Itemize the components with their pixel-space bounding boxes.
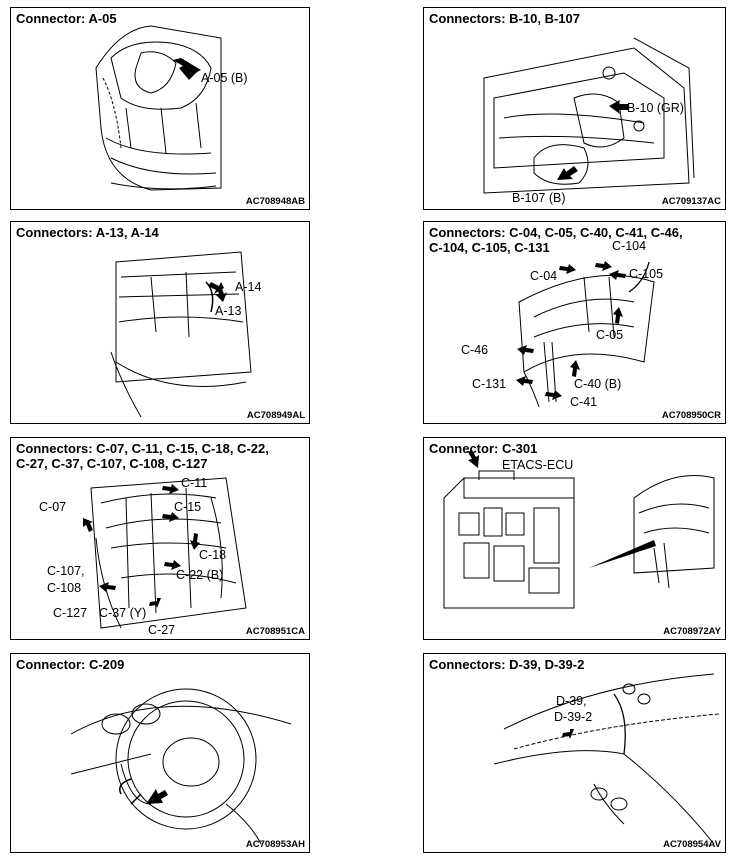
connector-label-c22: C-22 (B) (176, 568, 224, 582)
figure-code: AC709137AC (661, 196, 721, 207)
panel-connector-c209: Connector: C-209 AC708953AH (10, 653, 310, 853)
panel-connector-b10-b107: Connectors: B-10, B-107 B-10 (GR) B-107 … (423, 7, 726, 210)
connector-label-a13: A-13 (215, 304, 242, 318)
figure-code: AC708950CR (661, 410, 721, 421)
panel-title: Connectors: B-10, B-107 (429, 11, 580, 26)
connector-label-c04: C-04 (530, 269, 558, 283)
connector-label-c46: C-46 (461, 343, 489, 357)
engine-bay-illustration (95, 25, 222, 191)
connector-label-c105: C-105 (629, 267, 664, 281)
component-label-etacs-ecu: ETACS-ECU (502, 458, 574, 472)
panel-title-line-1: Connectors: C-07, C-11, C-15, C-18, C-22… (16, 441, 269, 456)
engine-bay-illustration (483, 37, 695, 194)
figure-code: AC708948AB (245, 196, 305, 207)
steering-wheel-illustration (70, 688, 292, 845)
dashboard-harness-illustration (516, 261, 655, 408)
connector-label-c131: C-131 (472, 377, 507, 391)
interior-harness-illustration (493, 673, 720, 845)
figure-code: AC708953AH (245, 839, 305, 850)
connector-label-c07: C-07 (39, 500, 67, 514)
panel-title: Connectors: C-07, C-11, C-15, C-18, C-22… (16, 441, 269, 471)
connector-label-b10: B-10 (GR) (627, 101, 684, 115)
engine-bay-illustration (110, 251, 252, 418)
panel-title: Connectors: A-13, A-14 (16, 225, 159, 240)
figure-code: AC708951CA (245, 626, 305, 637)
panel-title: Connector: A-05 (16, 11, 117, 26)
figure-code: AC708954AV (663, 839, 721, 850)
connector-label-c11: C-11 (181, 476, 208, 490)
panel-title-line-2: C-104, C-105, C-131 (429, 240, 550, 255)
panel-title-line-1: Connectors: C-04, C-05, C-40, C-41, C-46… (429, 225, 683, 240)
panel-title: Connector: C-209 (16, 657, 125, 672)
connector-label-c127: C-127 (53, 606, 88, 620)
connector-label-c107: C-107, (47, 564, 85, 578)
connector-label-c37: C-37 (Y) (99, 606, 147, 620)
panel-title-line-2: C-27, C-37, C-107, C-108, C-127 (16, 456, 208, 471)
connector-label-c18: C-18 (199, 548, 227, 562)
connector-label-c05: C-05 (596, 328, 624, 342)
connector-label-c40: C-40 (B) (574, 377, 622, 391)
connector-label-a14: A-14 (235, 280, 262, 294)
figure-code: AC708972AY (663, 626, 721, 637)
panel-title: Connectors: D-39, D-39-2 (429, 657, 585, 672)
connector-label-c41: C-41 (570, 395, 598, 409)
panel-title: Connector: C-301 (429, 441, 538, 456)
connector-label-c15: C-15 (174, 500, 202, 514)
panel-connector-a05: Connector: A-05 A-05 (B) AC708948AB (10, 7, 310, 210)
figure-code: AC708949AL (246, 410, 305, 421)
panel-connector-d39: Connectors: D-39, D-39-2 D-39, D-39-2 AC… (423, 653, 726, 853)
connector-label-d39-2: D-39-2 (554, 710, 593, 724)
panel-title: Connectors: C-04, C-05, C-40, C-41, C-46… (429, 225, 683, 255)
instrument-panel-illustration (83, 477, 247, 629)
panel-connector-c301: Connector: C-301 ETACS-ECU AC708972AY (423, 437, 726, 640)
connector-label-d39: D-39, (556, 694, 587, 708)
connector-label-c108: C-108 (47, 581, 82, 595)
etacs-ecu-illustration (443, 450, 715, 609)
panel-connector-c07-group: Connectors: C-07, C-11, C-15, C-18, C-22… (10, 437, 310, 640)
connector-label-c104: C-104 (612, 239, 647, 253)
panel-connector-a13-a14: Connectors: A-13, A-14 A-14 A-13 AC70894… (10, 221, 310, 424)
connector-label-b107: B-107 (B) (512, 191, 566, 205)
connector-label-c27: C-27 (148, 623, 176, 637)
connector-label-a05: A-05 (B) (201, 71, 248, 85)
panel-connector-c04-group: Connectors: C-04, C-05, C-40, C-41, C-46… (423, 221, 726, 424)
